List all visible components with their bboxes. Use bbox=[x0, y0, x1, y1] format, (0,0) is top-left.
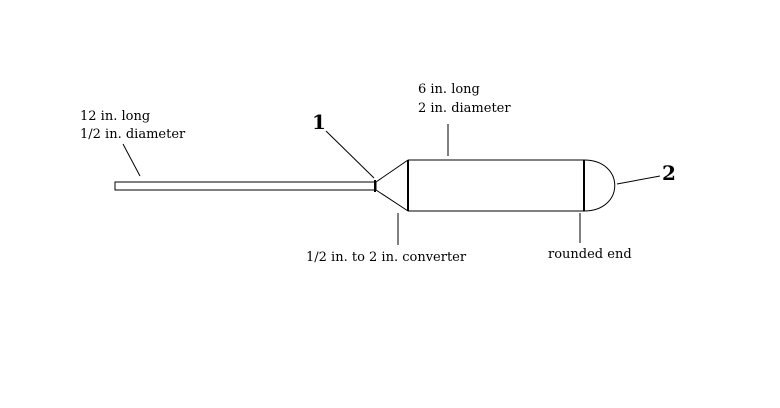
rounded-end-cap bbox=[583, 159, 616, 212]
thin-tube bbox=[114, 181, 377, 191]
label-cylinder-length: 6 in. long bbox=[418, 82, 480, 97]
label-rounded-end: rounded end bbox=[548, 247, 632, 262]
callout-2: 2 bbox=[662, 161, 676, 185]
leader-point-2 bbox=[616, 175, 661, 185]
converter-taper bbox=[375, 159, 409, 212]
leader-tube bbox=[122, 143, 141, 177]
label-tube-length: 12 in. long bbox=[80, 109, 150, 124]
callout-1: 1 bbox=[312, 110, 326, 134]
large-cylinder bbox=[408, 159, 584, 212]
label-tube-diameter: 1/2 in. diameter bbox=[80, 127, 186, 142]
leader-point-1 bbox=[325, 130, 375, 179]
label-converter: 1/2 in. to 2 in. converter bbox=[306, 250, 467, 265]
label-cylinder-diameter: 2 in. diameter bbox=[418, 101, 511, 116]
